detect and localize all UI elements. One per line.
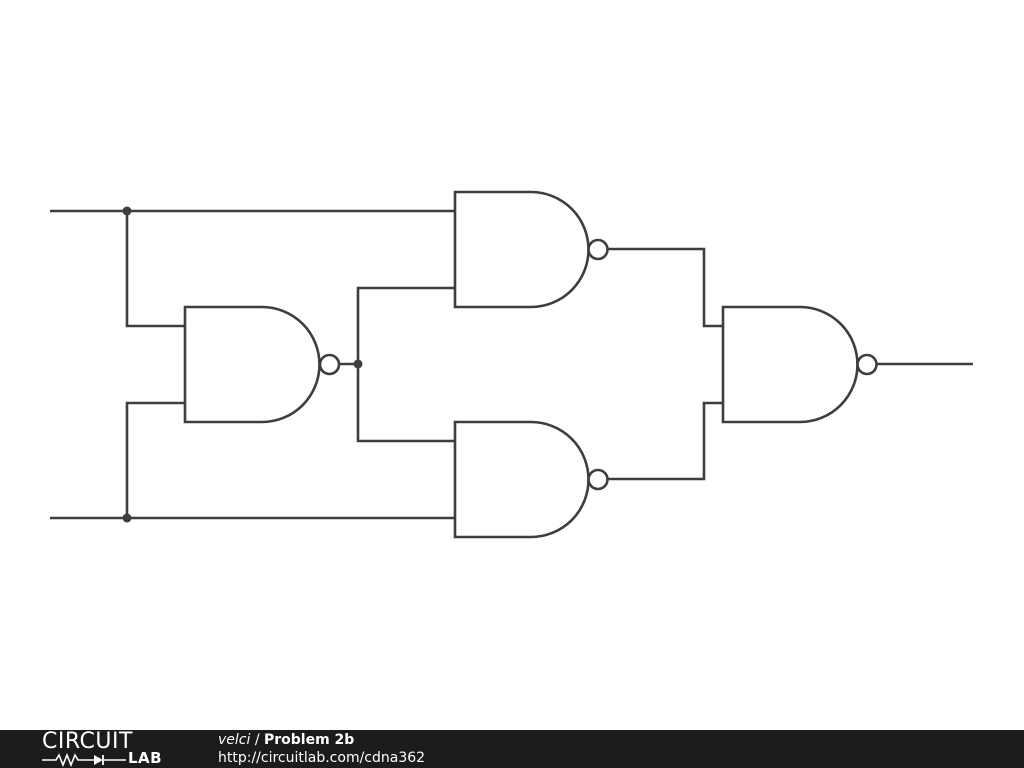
nand-gate-1-bubble [318, 353, 341, 376]
wire-a-to-g1 [125, 211, 185, 328]
wire-g1-to-g3 [356, 364, 455, 443]
circuit-meta: velci / Problem 2b http://circuitlab.com… [218, 731, 425, 767]
wire-b-to-g1 [125, 401, 185, 518]
nand-gate-3 [453, 420, 590, 539]
circuit-title: Problem 2b [264, 732, 355, 748]
circuit-title-line: velci / Problem 2b [218, 731, 425, 749]
author-name[interactable]: velci [218, 732, 251, 748]
schematic-canvas [50, 190, 973, 539]
logo-lab-text: LAB [128, 749, 163, 767]
circuit-url[interactable]: http://circuitlab.com/cdna362 [218, 750, 426, 766]
nand-gate-2 [453, 190, 590, 309]
footer-bar: CIRCUIT LAB velci / Problem 2b http://ci… [0, 730, 1024, 768]
junction-input-b [122, 513, 132, 523]
wire-g2-to-g4 [607, 247, 723, 328]
logo-circuit-text: CIRCUIT [42, 729, 133, 754]
circuit-diagram [50, 190, 973, 539]
nand-gate-2-bubble [587, 238, 609, 261]
title-separator: / [250, 732, 264, 748]
wire-g3-to-g4 [607, 401, 723, 481]
junction-input-a [122, 206, 132, 216]
nand-gate-4 [721, 305, 859, 424]
diode-resistor-icon [42, 753, 126, 767]
nand-gate-1 [183, 305, 321, 424]
nand-gate-4-bubble [856, 353, 878, 376]
circuitlab-logo[interactable]: CIRCUIT LAB [42, 729, 178, 768]
nand-gate-3-bubble [587, 468, 609, 491]
junction-g1-output [353, 359, 363, 369]
wire-g1-to-g2 [356, 286, 455, 364]
